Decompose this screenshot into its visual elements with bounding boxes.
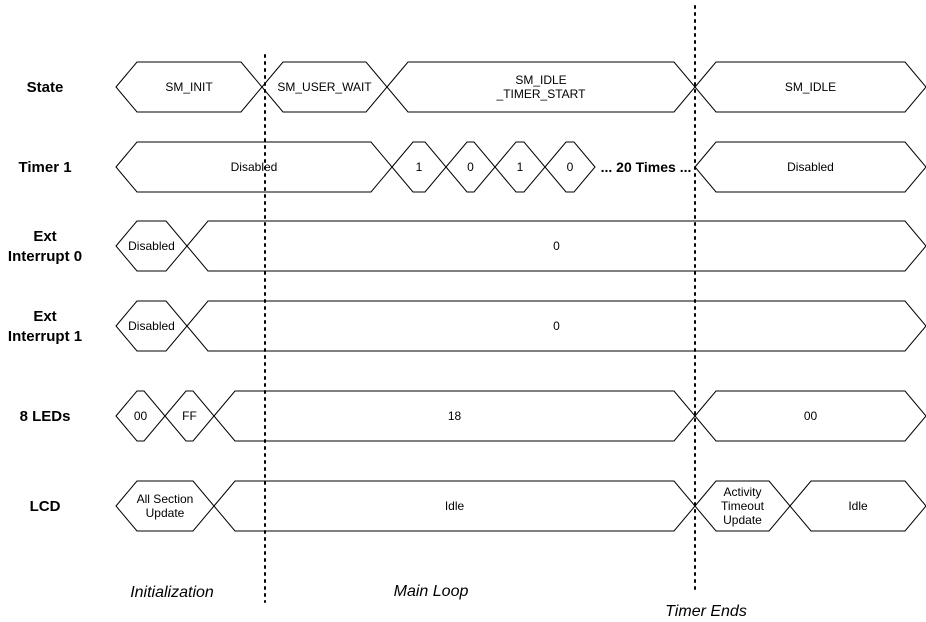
- repeat-note: ... 20 Times ...: [601, 159, 692, 175]
- segment-value-disabled: Disabled: [128, 319, 175, 333]
- segment-value-00: 00: [134, 409, 148, 423]
- row-timer-1: Timer 1 Disabled 1 0 1 0 Disabled ... 20 Times …: [18, 141, 926, 193]
- row-state: State SM_INIT SM_USER_WAIT SM_IDLE_TIMER_ST…: [27, 61, 926, 113]
- segment-shape: [186, 220, 926, 272]
- segment-value-ff: FF: [182, 409, 197, 423]
- segment-value-disabled: Disabled: [231, 160, 278, 174]
- segment-value-sm-init: SM_INIT: [165, 80, 213, 94]
- segment-value-disabled: Disabled: [128, 239, 175, 253]
- segment-value-idle: Idle: [445, 499, 465, 513]
- signal-rows: State SM_INIT SM_USER_WAIT SM_IDLE_TIMER_ST…: [8, 61, 926, 532]
- segment-value-0: 0: [553, 319, 560, 333]
- phase-label-initialization: Initialization: [130, 584, 214, 601]
- segment-shape: [694, 141, 926, 193]
- segment-value-00: 00: [804, 409, 818, 423]
- phase-label-timer-ends: Timer Ends: [665, 603, 747, 620]
- segment-shape: [694, 390, 926, 442]
- segment-value-sm-idle: SM_IDLE: [785, 80, 836, 94]
- segment-value-0: 0: [553, 239, 560, 253]
- segment-value-0: 0: [567, 160, 574, 174]
- phase-label-main-loop: Main Loop: [394, 583, 469, 600]
- segment-shape: [789, 480, 926, 532]
- segment-value-0: 0: [467, 160, 474, 174]
- segment-value-disabled: Disabled: [787, 160, 834, 174]
- segment-value-1: 1: [416, 160, 423, 174]
- row-label-8-leds: 8 LEDs: [20, 408, 71, 425]
- row-label-lcd: LCD: [30, 498, 61, 515]
- phase-labels: Initialization Main Loop Timer Ends: [130, 583, 747, 620]
- row-label-timer-1: Timer 1: [18, 159, 71, 176]
- segment-shape: [544, 141, 596, 193]
- segment-value-idle: Idle: [848, 499, 868, 513]
- row-8-leds: 8 LEDs 00 FF 18 00: [20, 390, 926, 442]
- segment-value-18: 18: [448, 409, 462, 423]
- phase-markers: [264, 5, 696, 603]
- segment-value-sm-user-wait: SM_USER_WAIT: [277, 80, 372, 94]
- segment-shape: [186, 300, 926, 352]
- segment-shape: [694, 61, 926, 113]
- row-label-state: State: [27, 79, 64, 96]
- segment-value-sm-idle-timer-start: SM_IDLE_TIMER_START: [496, 73, 587, 101]
- segment-value-1: 1: [517, 160, 524, 174]
